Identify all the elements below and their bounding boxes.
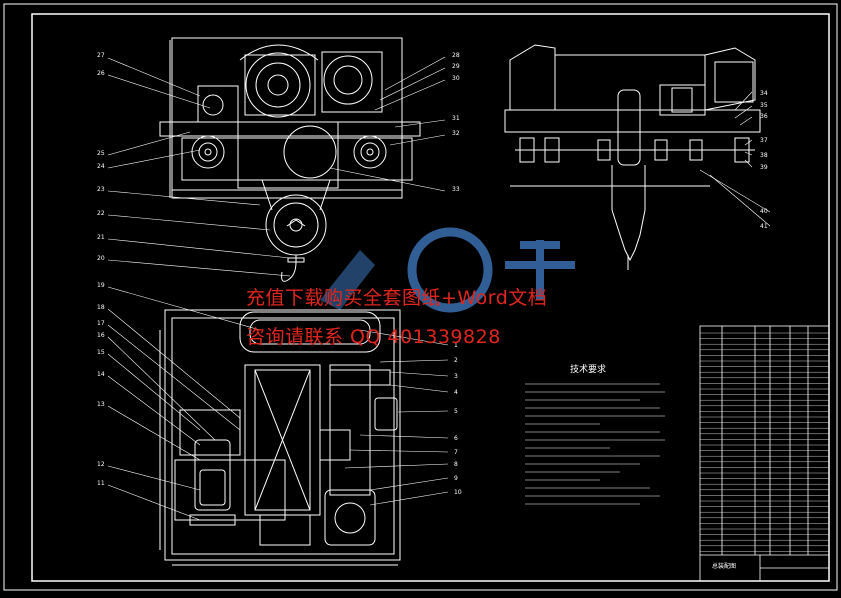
part-labels-side: 34 35 36 37 38 39 40 41 [760, 90, 768, 230]
watermark-line-1: 充值下载购买全套图纸+Word文档 [246, 287, 548, 309]
part-number-label: 23 [97, 186, 105, 193]
plan-view [159, 309, 401, 566]
leader-lines-right [329, 56, 446, 192]
part-number-label: 33 [452, 186, 460, 193]
logo-watermark [320, 227, 575, 313]
part-number-label: 22 [97, 210, 105, 217]
part-number-label: 10 [454, 489, 462, 496]
part-number-label: 31 [452, 115, 460, 122]
part-number-label: 16 [97, 332, 105, 339]
part-number-label: 30 [452, 75, 460, 82]
part-number-label: 5 [454, 408, 458, 415]
part-number-label: 40 [760, 208, 768, 215]
part-number-label: 19 [97, 282, 105, 289]
part-number-label: 20 [97, 255, 105, 262]
front-view [159, 37, 421, 282]
part-number-label: 27 [97, 52, 105, 59]
part-number-label: 36 [760, 113, 768, 120]
leader-lines-plan [344, 329, 449, 506]
leader-lines-left [107, 57, 291, 521]
part-number-label: 26 [97, 70, 105, 77]
part-number-label: 12 [97, 461, 105, 468]
part-number-label: 9 [454, 475, 458, 482]
part-number-label: 6 [454, 435, 458, 442]
part-number-label: 4 [454, 389, 458, 396]
part-number-label: 38 [760, 152, 768, 159]
part-number-label: 32 [452, 130, 460, 137]
part-number-label: 2 [454, 357, 458, 364]
part-number-label: 25 [97, 150, 105, 157]
parts-list [699, 325, 830, 582]
part-number-label: 21 [97, 234, 105, 241]
part-number-label: 37 [760, 137, 768, 144]
watermark-line-2: 咨询请联系 QQ 401339828 [246, 326, 501, 348]
outer-frame [3, 3, 838, 591]
parts-list-rows [700, 332, 829, 552]
part-number-label: 14 [97, 371, 105, 378]
part-number-label: 34 [760, 90, 768, 97]
title-block-label: 总装配图 [712, 563, 737, 570]
part-number-label: 13 [97, 401, 105, 408]
part-number-label: 28 [452, 52, 460, 59]
part-number-label: 11 [97, 480, 105, 487]
side-view [504, 44, 761, 270]
part-number-label: 1 [454, 342, 458, 349]
tech-requirements-text [525, 383, 665, 505]
part-number-label: 17 [97, 320, 105, 327]
leader-lines-side [699, 91, 771, 227]
part-number-label: 24 [97, 163, 105, 170]
part-number-label: 35 [760, 102, 768, 109]
part-number-label: 7 [454, 449, 458, 456]
part-labels-right: 28 29 30 31 32 33 [452, 52, 460, 193]
part-number-label: 39 [760, 164, 768, 171]
part-number-label: 15 [97, 349, 105, 356]
part-labels-plan: 1 2 3 4 5 6 7 8 9 10 [454, 342, 462, 496]
tech-requirements-title: 技术要求 [570, 365, 607, 375]
part-number-label: 3 [454, 373, 458, 380]
part-labels-left: 27 26 25 24 23 22 21 20 19 18 17 16 15 14 13 12 11 [97, 52, 105, 487]
part-number-label: 8 [454, 461, 458, 468]
part-number-label: 18 [97, 304, 105, 311]
part-number-label: 41 [760, 223, 768, 230]
part-number-label: 29 [452, 63, 460, 70]
inner-frame [31, 13, 830, 582]
